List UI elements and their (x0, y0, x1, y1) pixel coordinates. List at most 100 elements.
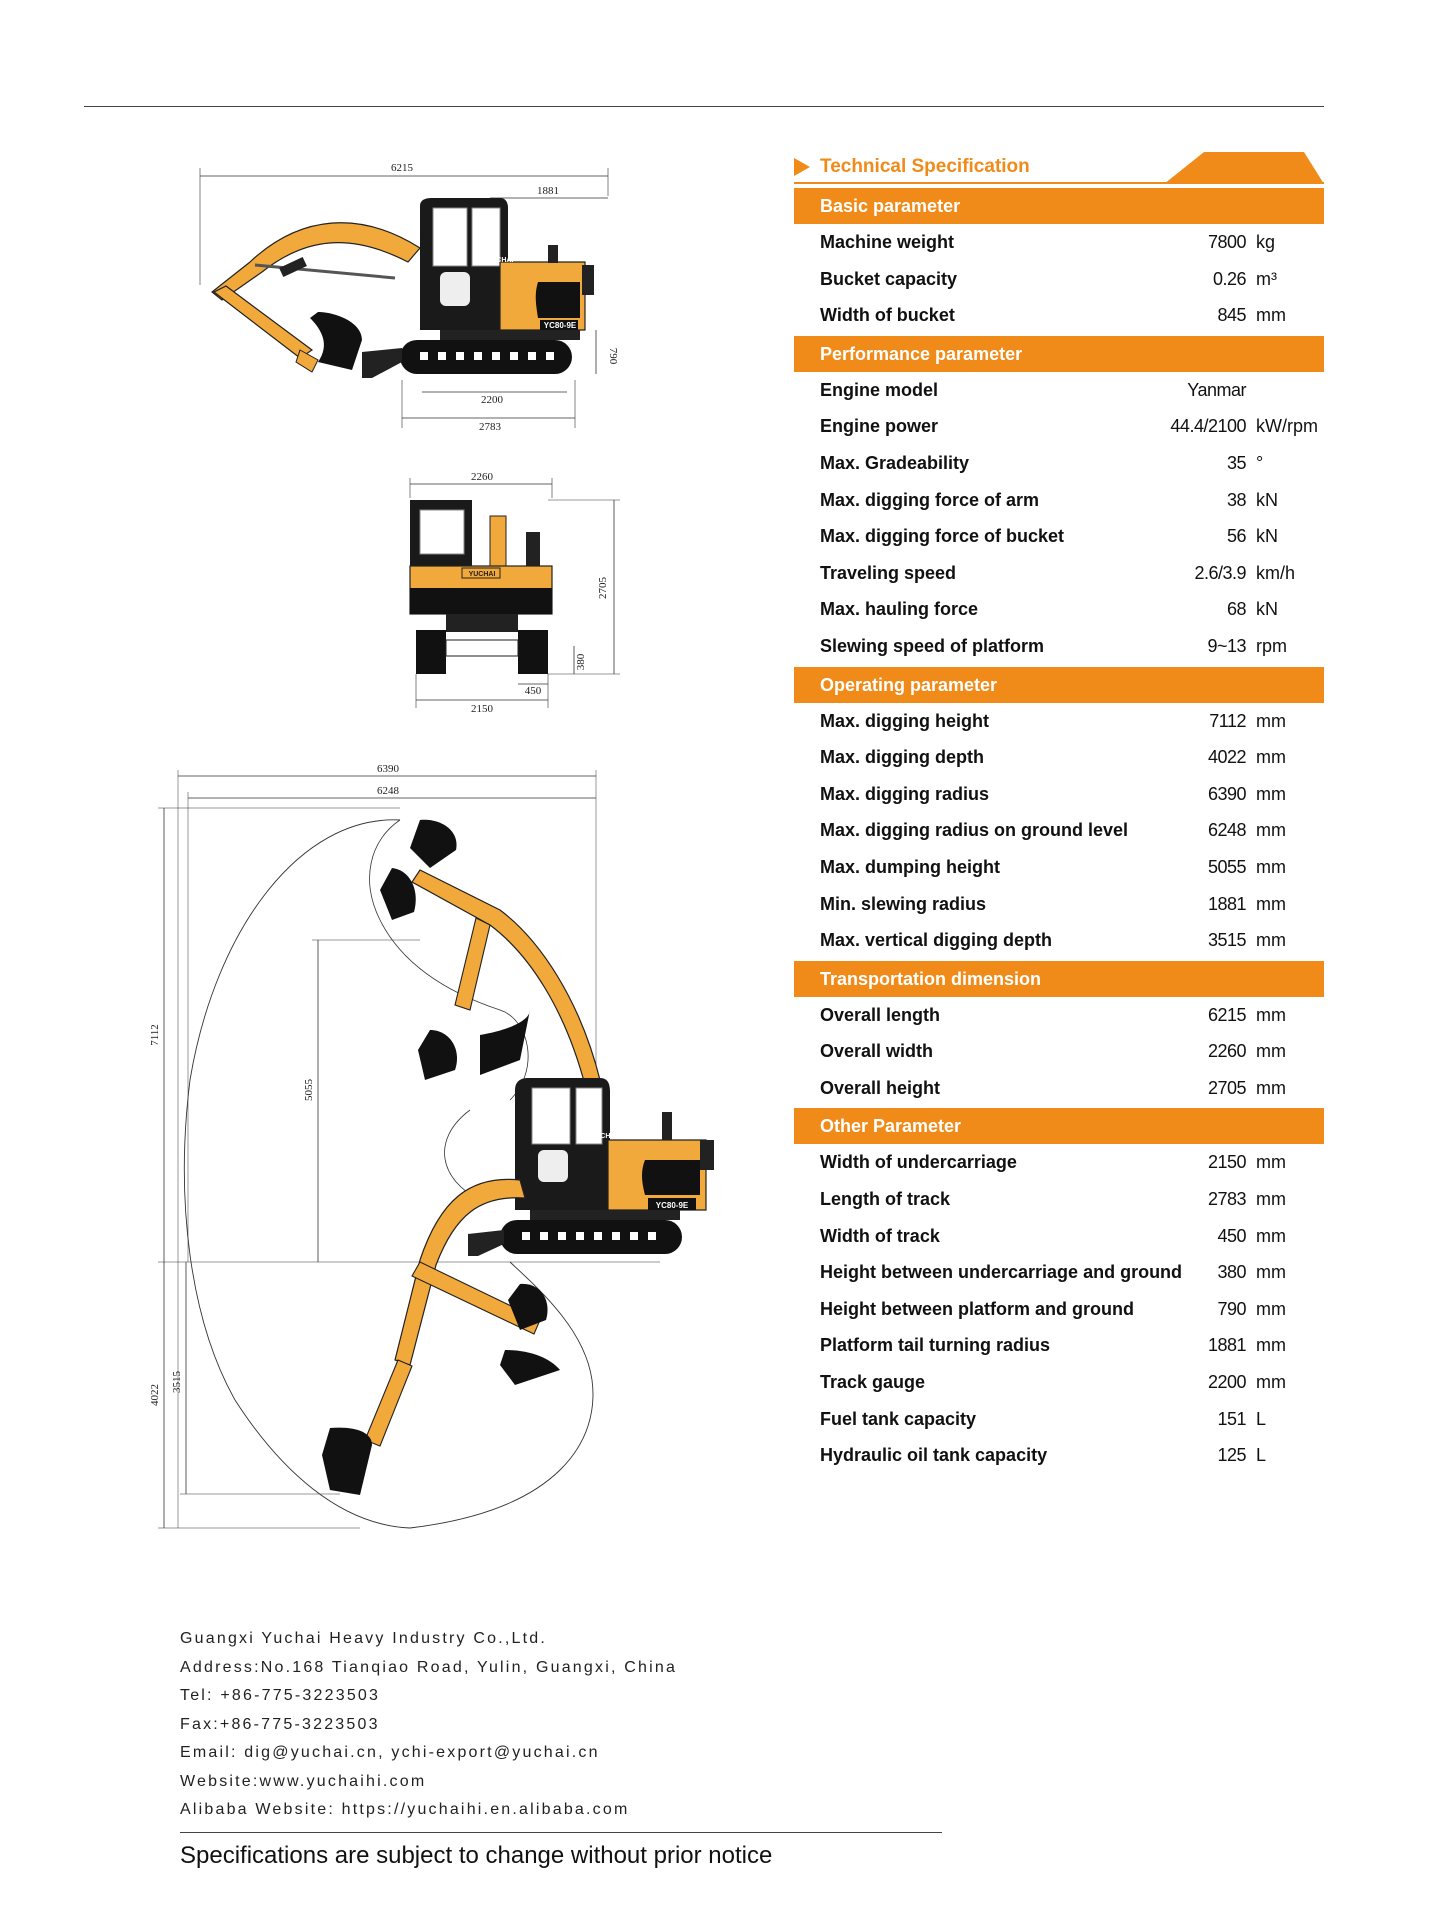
row-unit: mm (1256, 747, 1286, 768)
row-value: 3515 (1207, 930, 1247, 951)
row-label: Width of bucket (820, 305, 955, 326)
row-label: Max. digging radius on ground level (820, 820, 1129, 841)
row-label: Width of undercarriage (820, 1152, 1017, 1173)
row-unit: L (1256, 1408, 1267, 1429)
row-value: 2705 (1207, 1077, 1247, 1098)
dim-overall-length: 6215 (391, 162, 414, 174)
row-value: 4022 (1207, 747, 1247, 768)
row-label: Max. digging force of arm (820, 489, 1040, 510)
row-label: Slewing speed of platform (820, 635, 1045, 656)
row-value: 845 (1217, 305, 1246, 326)
row-label: Max. hauling force (820, 599, 979, 620)
row-unit: mm (1256, 930, 1286, 951)
row-unit: mm (1256, 1262, 1286, 1283)
dim-track-width: 450 (525, 685, 542, 697)
dim-ground-clearance: 380 (575, 653, 587, 670)
row-value: 2200 (1207, 1372, 1247, 1393)
spec-title: Technical Specification (820, 156, 1030, 177)
company-contact: Guangxi Yuchai Heavy Industry Co.,Ltd. A… (180, 1625, 677, 1825)
row-value: 2260 (1207, 1041, 1247, 1062)
section-title: Basic parameter (794, 188, 1324, 224)
technical-specification: Technical Specification Basic parameter … (794, 150, 1324, 1474)
row-label: Height between platform and ground (820, 1298, 1134, 1319)
row-unit: m³ (1256, 268, 1277, 289)
spec-row: Fuel tank capacity 151 L (794, 1401, 1324, 1438)
row-unit: mm (1256, 783, 1286, 804)
row-value: 790 (1217, 1298, 1246, 1319)
range-model-plate: YC80-9E (656, 1201, 689, 1210)
row-label: Track gauge (820, 1372, 926, 1393)
row-unit: mm (1256, 1152, 1286, 1173)
header-rule (794, 182, 1324, 184)
row-label: Overall width (820, 1041, 934, 1062)
dim-max-digging-height: 7112 (149, 1024, 161, 1046)
disclaimer-notice: Specifications are subject to change wit… (180, 1842, 773, 1869)
row-unit: mm (1256, 1189, 1286, 1210)
row-unit: mm (1256, 710, 1286, 731)
row-label: Platform tail turning radius (820, 1335, 1051, 1356)
row-label: Max. digging force of bucket (820, 526, 1065, 547)
row-unit: mm (1256, 1225, 1286, 1246)
row-unit: km/h (1256, 562, 1296, 583)
row-label: Height between undercarriage and ground (820, 1262, 1183, 1283)
dim-undercarriage-width: 2150 (471, 703, 494, 715)
spec-row: Bucket capacity 0.26 m³ (794, 261, 1324, 298)
row-unit: mm (1256, 1041, 1286, 1062)
row-label: Max. dumping height (820, 856, 1000, 877)
dim-overall-height: 2705 (597, 577, 609, 600)
row-label: Bucket capacity (820, 268, 958, 289)
row-label: Overall length (820, 1004, 941, 1025)
company-address: Address:No.168 Tianqiao Road, Yulin, Gua… (180, 1658, 678, 1676)
dim-max-digging-radius: 6390 (377, 763, 400, 775)
company-website: Website:www.yuchaihi.com (180, 1772, 427, 1790)
row-value: 2.6/3.9 (1194, 562, 1246, 583)
row-label: Hydraulic oil tank capacity (820, 1445, 1048, 1466)
row-label: Fuel tank capacity (820, 1408, 977, 1429)
dim-max-vertical-depth: 3515 (171, 1371, 183, 1394)
row-value: 151 (1217, 1408, 1246, 1429)
row-value: 6390 (1207, 783, 1247, 804)
row-value: 0.26 (1212, 268, 1247, 289)
row-unit: kN (1256, 599, 1278, 620)
front-view: 2260 YUCHAI 2705 380 450 2150 (409, 471, 620, 715)
dim-overall-width: 2260 (471, 471, 494, 483)
row-label: Max. digging depth (820, 747, 984, 768)
section-title: Other Parameter (794, 1108, 1324, 1145)
header-tab-shape (1164, 152, 1324, 184)
row-value: 1881 (1207, 893, 1247, 914)
row-value: 7112 (1209, 710, 1246, 731)
row-label: Engine power (820, 416, 939, 437)
row-label: Max. digging radius (820, 783, 990, 804)
side-brand-label: YUCHAI (487, 257, 514, 264)
row-value: 6215 (1207, 1004, 1247, 1025)
dim-radius-ground: 6248 (377, 785, 400, 797)
row-value: 44.4/2100 (1170, 416, 1246, 437)
side-view: 6215 1881 2200 (199, 162, 619, 433)
front-brand-label: YUCHAI (469, 571, 496, 578)
company-email: Email: dig@yuchai.cn, ychi-export@yuchai… (180, 1744, 600, 1761)
row-label: Traveling speed (820, 562, 957, 583)
section-title: Performance parameter (794, 335, 1324, 372)
spec-row: Overall width 2260 mm (794, 1033, 1324, 1070)
spec-row: Overall length 6215 mm (794, 997, 1324, 1034)
dim-track-length: 2783 (479, 421, 502, 433)
dim-max-digging-depth: 4022 (149, 1384, 161, 1406)
row-unit: rpm (1256, 635, 1287, 656)
spec-row: Max. digging radius 6390 mm (794, 776, 1324, 813)
row-label: Width of track (820, 1225, 940, 1246)
row-unit: kW/rpm (1256, 416, 1318, 437)
row-label: Engine model (820, 379, 939, 400)
row-label: Length of track (820, 1189, 951, 1210)
row-unit: mm (1256, 1004, 1286, 1025)
